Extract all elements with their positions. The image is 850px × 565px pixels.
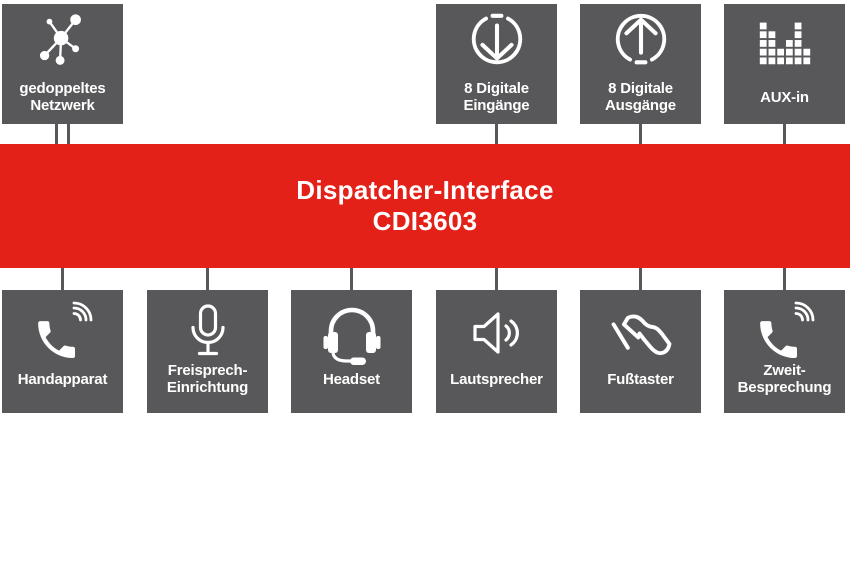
- headset-box: Headset: [291, 290, 412, 413]
- aux-in-label: AUX-in: [760, 88, 809, 106]
- banner-title-line1: Dispatcher-Interface: [296, 175, 554, 205]
- foot-switch-label: Fußtaster: [607, 370, 674, 388]
- speaker-box: Lautsprecher: [436, 290, 557, 413]
- foot-switch-icon: [609, 301, 673, 365]
- hands-free-connector-line: [206, 268, 209, 290]
- headset-connector-line: [350, 268, 353, 290]
- arrow-down-circle-icon: [466, 10, 528, 72]
- digital-outputs-connector-line: [639, 124, 642, 144]
- phone-icon: [753, 301, 817, 365]
- second-call-connector-line: [783, 268, 786, 290]
- headset-label: Headset: [323, 370, 380, 388]
- headset-icon: [320, 301, 384, 365]
- handset-box: Handapparat: [2, 290, 123, 413]
- speaker-label: Lautsprecher: [450, 370, 543, 388]
- second-call-box: Zweit-Besprechung: [724, 290, 845, 413]
- aux-in-connector-line: [783, 124, 786, 144]
- speaker-connector-line: [495, 268, 498, 290]
- speaker-icon: [465, 301, 529, 365]
- arrow-up-circle-icon: [610, 10, 672, 72]
- digital-inputs-connector-line: [495, 124, 498, 144]
- equalizer-icon: [754, 10, 816, 72]
- hands-free-label: Freisprech-Einrichtung: [166, 362, 249, 396]
- doubled-network-connector-line: [67, 124, 70, 144]
- foot-switch-connector-line: [639, 268, 642, 290]
- handset-label: Handapparat: [17, 370, 108, 388]
- hands-free-box: Freisprech-Einrichtung: [147, 290, 268, 413]
- foot-switch-box: Fußtaster: [580, 290, 701, 413]
- banner-title-line2: CDI3603: [372, 206, 478, 236]
- microphone-icon: [176, 301, 240, 365]
- aux-in-box: AUX-in: [724, 4, 845, 124]
- banner-dispatcher-interface: Dispatcher-Interface CDI3603: [0, 144, 850, 268]
- network-icon: [32, 10, 94, 72]
- handset-connector-line: [61, 268, 64, 290]
- second-call-label: Zweit-Besprechung: [737, 362, 832, 396]
- doubled-network-connector-line: [55, 124, 58, 144]
- phone-icon: [31, 301, 95, 365]
